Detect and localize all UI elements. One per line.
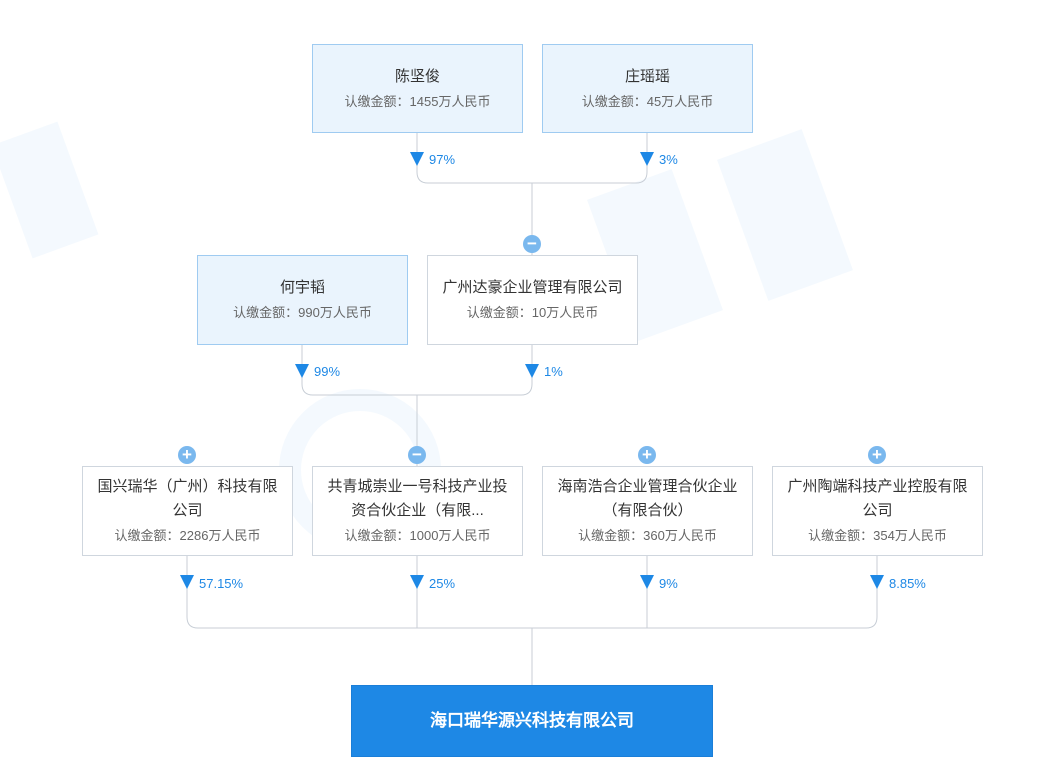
shareholder-name: 广州达豪企业管理有限公司 (442, 279, 623, 296)
shareholder-name: 何宇韬 (279, 279, 325, 296)
subscribed-amount: 认缴金额：1455万人民币 (344, 93, 491, 109)
expand-toggle-icon[interactable]: + (178, 446, 196, 464)
percentage-label: 25% (429, 576, 456, 591)
shareholder-node-dahao[interactable]: 广州达豪企业管理有限公司 认缴金额：10万人民币 (427, 255, 638, 345)
shareholder-name: 陈坚俊 (394, 67, 440, 85)
percentage-label: 1% (544, 364, 563, 379)
percentage-label: 9% (659, 576, 678, 591)
subscribed-amount: 认缴金额：990万人民币 (233, 305, 372, 320)
subscribed-amount: 认缴金额：45万人民币 (581, 93, 714, 109)
expand-toggle-icon[interactable]: + (638, 446, 656, 464)
arrow-icon (410, 575, 424, 589)
arrow-icon (525, 364, 539, 378)
collapse-toggle-icon[interactable]: − (408, 446, 426, 464)
percentage-label: 8.85% (889, 576, 926, 591)
arrow-icon (410, 152, 424, 166)
shareholder-name: 庄瑶瑶 (624, 67, 670, 85)
shareholder-name: 国兴瑞华（广州）科技有限公司 (97, 478, 278, 519)
subscribed-amount: 认缴金额：360万人民币 (578, 528, 717, 543)
shareholder-node-hainan[interactable]: 海南浩合企业管理合伙企业（有限合伙） 认缴金额：360万人民币 (542, 466, 753, 556)
shareholder-node-taoduan[interactable]: 广州陶端科技产业控股有限公司 认缴金额：354万人民币 (772, 466, 983, 556)
arrow-icon (640, 575, 654, 589)
subscribed-amount: 认缴金额：2286万人民币 (114, 528, 261, 543)
subscribed-amount: 认缴金额：354万人民币 (808, 528, 947, 543)
percentage-label: 3% (659, 152, 678, 167)
subscribed-amount: 认缴金额：1000万人民币 (344, 528, 491, 543)
shareholder-name: 广州陶端科技产业控股有限公司 (787, 478, 968, 519)
shareholder-node-guoxing[interactable]: 国兴瑞华（广州）科技有限公司 认缴金额：2286万人民币 (82, 466, 293, 556)
shareholder-node-chen[interactable]: 陈坚俊 认缴金额：1455万人民币 (312, 44, 523, 133)
collapse-toggle-icon[interactable]: − (523, 235, 541, 253)
arrow-icon (870, 575, 884, 589)
percentage-label: 99% (314, 364, 341, 379)
percentage-label: 97% (429, 152, 456, 167)
target-company-name: 海口瑞华源兴科技有限公司 (430, 711, 634, 730)
arrow-icon (295, 364, 309, 378)
percentage-label: 57.15% (199, 576, 244, 591)
arrow-icon (640, 152, 654, 166)
shareholder-node-zhuang[interactable]: 庄瑶瑶 认缴金额：45万人民币 (542, 44, 753, 133)
arrow-icon (180, 575, 194, 589)
target-company-node[interactable]: 海口瑞华源兴科技有限公司 (351, 685, 713, 757)
subscribed-amount: 认缴金额：10万人民币 (466, 305, 599, 320)
shareholder-node-he[interactable]: 何宇韬 认缴金额：990万人民币 (197, 255, 408, 345)
shareholder-node-gongqing[interactable]: 共青城崇业一号科技产业投资合伙企业（有限... 认缴金额：1000万人民币 (312, 466, 523, 556)
expand-toggle-icon[interactable]: + (868, 446, 886, 464)
shareholder-name: 共青城崇业一号科技产业投资合伙企业（有限... (327, 478, 508, 519)
shareholder-name: 海南浩合企业管理合伙企业（有限合伙） (557, 478, 738, 519)
